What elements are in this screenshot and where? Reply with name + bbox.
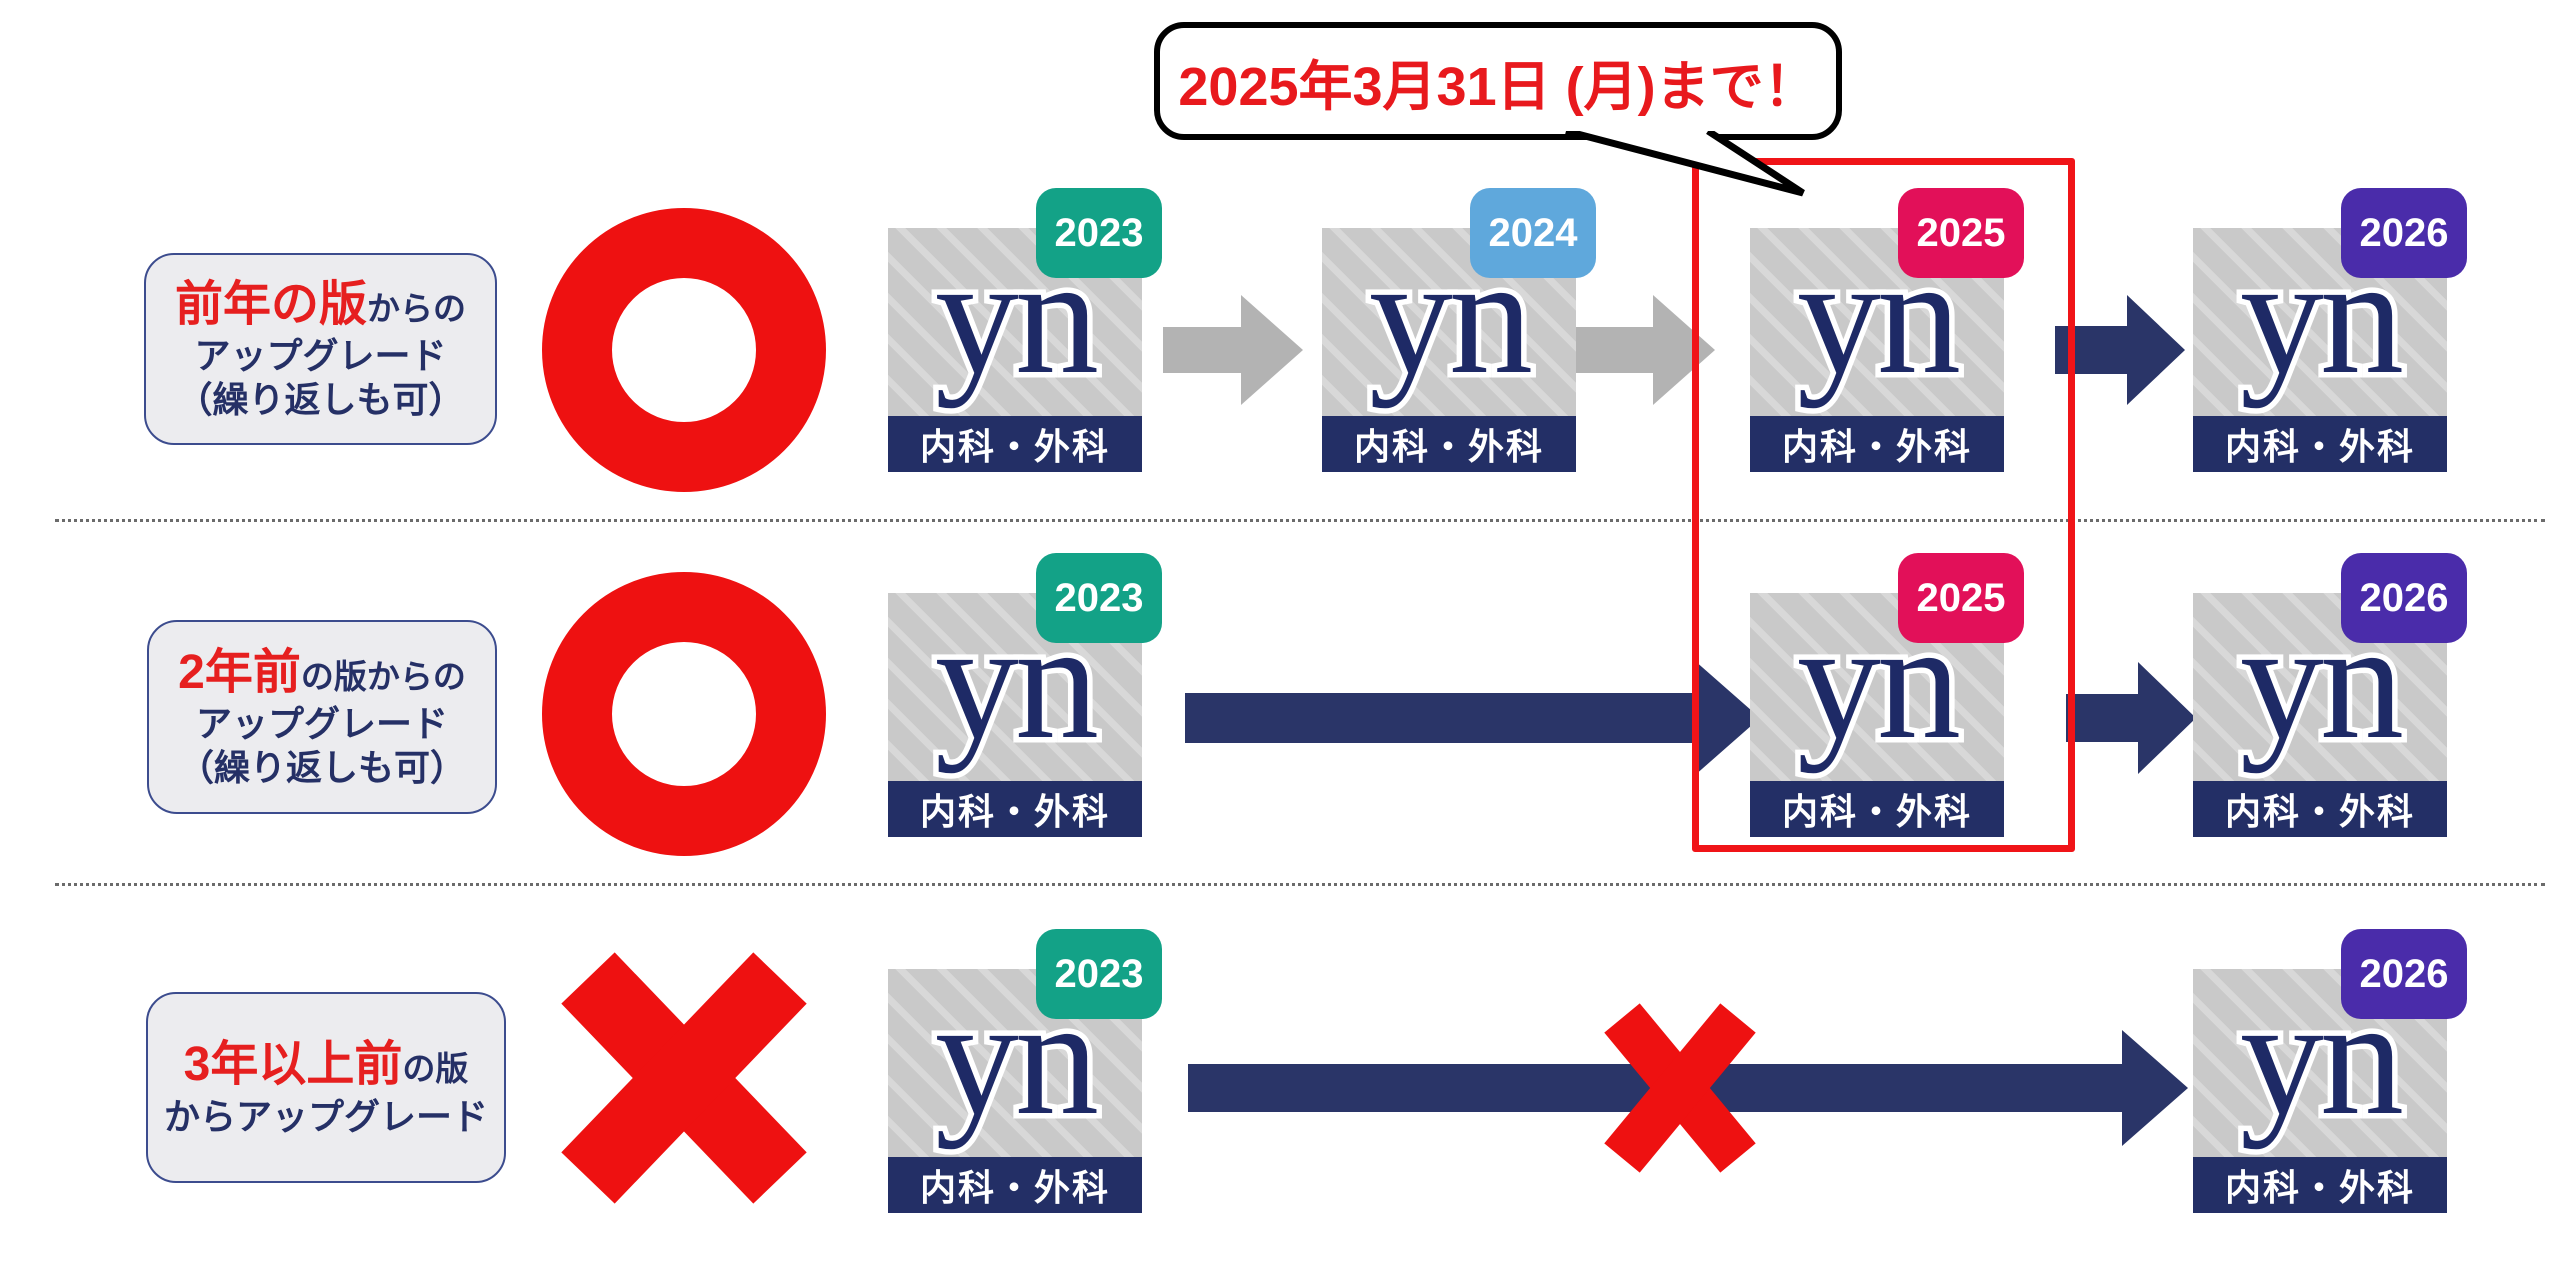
product-subtitle: 内科・外科 <box>1750 416 2004 472</box>
year-badge-2023: 2023 <box>1036 929 1162 1019</box>
row2-arrow-2023-to-2025 <box>1185 660 1760 776</box>
row1-label-line2: アップグレード <box>194 335 447 377</box>
row1-arrow-2024-to-2025 <box>1575 295 1715 405</box>
yn-logo: yn yn <box>2193 581 2447 781</box>
row3-not-allowed-x-mark <box>561 952 807 1204</box>
row1-label-line1: 前年の版からの <box>174 277 466 331</box>
product-box-row2-2026: yn yn 内科・外科 2026 <box>2193 553 2467 837</box>
product-box-row1-2025: yn yn 内科・外科 2025 <box>1750 188 2024 472</box>
row1-condition-label: 前年の版からの アップグレード （繰り返しも可） <box>144 253 497 445</box>
product-subtitle: 内科・外科 <box>2193 1157 2447 1213</box>
row3-blocked-x-mark <box>1604 1003 1756 1173</box>
product-subtitle: 内科・外科 <box>2193 781 2447 837</box>
row3-label-line1: 3年以上前の版 <box>183 1038 469 1092</box>
deadline-callout-bubble: 2025年3月31日 (月)まで！ <box>1154 22 1842 140</box>
product-box-row3-2023: yn yn 内科・外科 2023 <box>888 929 1162 1213</box>
product-box-row1-2024: yn yn 内科・外科 2024 <box>1322 188 1596 472</box>
row-separator-1 <box>55 519 2545 522</box>
row3-label-line2: からアップグレード <box>163 1095 488 1137</box>
product-subtitle: 内科・外科 <box>888 781 1142 837</box>
product-box-row2-2025: yn yn 内科・外科 2025 <box>1750 553 2024 837</box>
row2-label-line3: （繰り返しも可） <box>177 747 466 789</box>
deadline-callout-text: 2025年3月31日 (月)まで！ <box>1178 56 1818 117</box>
row1-arrow-2023-to-2024 <box>1163 295 1303 405</box>
product-subtitle: 内科・外科 <box>1750 781 2004 837</box>
row1-arrow-2025-to-2026 <box>2055 295 2185 405</box>
year-badge-2024: 2024 <box>1470 188 1596 278</box>
product-subtitle: 内科・外科 <box>888 416 1142 472</box>
callout-tail-pointer <box>1565 131 1805 197</box>
year-badge-2026: 2026 <box>2341 553 2467 643</box>
row2-label-highlight: 2年前 <box>178 645 301 699</box>
product-subtitle: 内科・外科 <box>1322 416 1576 472</box>
product-box-row3-2026: yn yn 内科・外科 2026 <box>2193 929 2467 1213</box>
row2-allowed-circle-mark <box>542 572 826 856</box>
row3-label-highlight: 3年以上前 <box>183 1038 403 1092</box>
product-box-row1-2023: yn yn 内科・外科 2023 <box>888 188 1162 472</box>
product-box-row2-2023: yn yn 内科・外科 2023 <box>888 553 1162 837</box>
row1-label-highlight: 前年の版 <box>174 277 367 331</box>
product-subtitle: 内科・外科 <box>888 1157 1142 1213</box>
year-badge-2025: 2025 <box>1898 188 2024 278</box>
row2-arrow-2025-to-2026 <box>2066 662 2196 774</box>
row3-condition-label: 3年以上前の版 からアップグレード <box>146 992 506 1183</box>
yn-logo: yn yn <box>2193 957 2447 1157</box>
product-subtitle: 内科・外科 <box>2193 416 2447 472</box>
year-badge-2023: 2023 <box>1036 553 1162 643</box>
year-badge-2026: 2026 <box>2341 929 2467 1019</box>
hatched-logo-background: yn yn <box>888 592 1142 781</box>
row1-allowed-circle-mark <box>542 208 826 492</box>
row2-label-line1: 2年前の版からの <box>178 645 466 699</box>
year-badge-2026: 2026 <box>2341 188 2467 278</box>
yn-logo: yn yn <box>888 581 1142 781</box>
row2-condition-label: 2年前の版からの アップグレード （繰り返しも可） <box>147 620 497 814</box>
row-separator-2 <box>55 883 2545 886</box>
year-badge-2025: 2025 <box>1898 553 2024 643</box>
hatched-logo-background: yn yn <box>2193 968 2447 1157</box>
row1-label-line3: （繰り返しも可） <box>176 379 465 421</box>
row2-label-line2: アップグレード <box>195 703 448 745</box>
product-box-row1-2026: yn yn 内科・外科 2026 <box>2193 188 2467 472</box>
year-badge-2023: 2023 <box>1036 188 1162 278</box>
